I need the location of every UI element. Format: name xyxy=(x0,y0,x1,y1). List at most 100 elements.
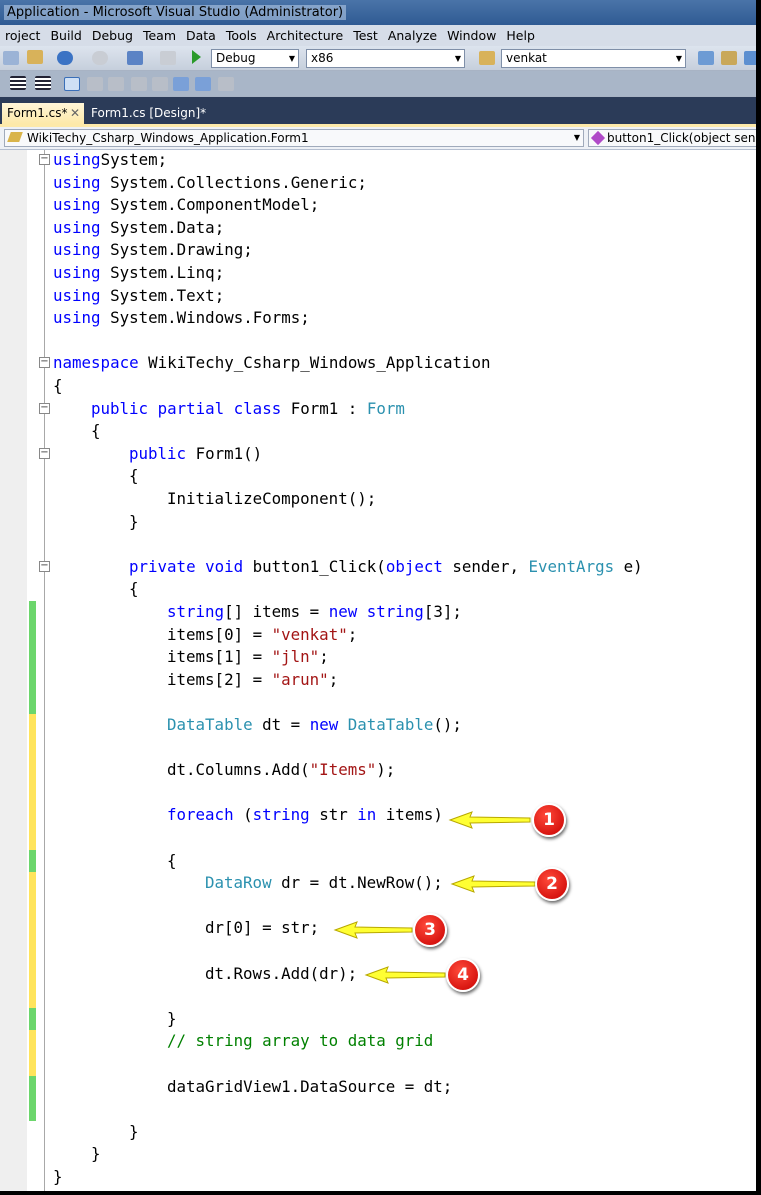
unsaved-change-marker xyxy=(29,1030,36,1054)
menu-item-architecture[interactable]: Architecture xyxy=(266,28,344,43)
menu-item-help[interactable]: Help xyxy=(506,28,535,43)
code-token: items[2] = xyxy=(167,669,272,689)
copy-icon[interactable] xyxy=(3,51,19,65)
string-literal: "arun" xyxy=(271,669,329,689)
platform-select[interactable]: x86▼ xyxy=(306,49,465,68)
code-token: dr = dt.NewRow(); xyxy=(271,873,443,893)
callout-arrows xyxy=(333,811,536,984)
indent-icon[interactable] xyxy=(10,76,26,90)
code-token: str xyxy=(309,805,358,825)
code-token: System.Collections.Generic; xyxy=(100,172,367,192)
menu-item-test[interactable]: Test xyxy=(353,28,378,43)
code-token: } xyxy=(53,1167,63,1186)
navigate-backward-icon[interactable] xyxy=(127,51,143,65)
type-value: WikiTechy_Csharp_Windows_Application.For… xyxy=(27,131,309,145)
code-token: } xyxy=(167,1008,177,1028)
code-token: ); xyxy=(376,760,396,780)
collapse-toggle-icon[interactable]: − xyxy=(39,446,50,459)
code-editor[interactable]: − − − − − using System; using System.Collectio… xyxy=(0,150,756,1191)
code-token: items) xyxy=(376,805,443,825)
code-token: (); xyxy=(433,715,462,734)
platform-value: x86 xyxy=(311,51,334,65)
code-line: using System.Text; xyxy=(53,285,224,308)
tab-form1-cs[interactable]: Form1.cs* ✕ xyxy=(2,103,84,124)
keyword: string xyxy=(252,805,310,825)
close-icon[interactable]: ✕ xyxy=(69,106,80,120)
previous-bookmark-icon[interactable] xyxy=(131,77,147,91)
code-token: { xyxy=(129,466,139,486)
previous-bookmark-folder-icon[interactable] xyxy=(173,77,189,91)
code-line: } xyxy=(129,511,139,534)
bookmark-icon[interactable] xyxy=(108,77,124,91)
member-dropdown[interactable]: button1_Click(object sender, xyxy=(588,129,756,147)
find-combo[interactable]: venkat▼ xyxy=(501,49,686,68)
code-token: System; xyxy=(100,150,168,169)
next-bookmark-folder-icon[interactable] xyxy=(195,77,211,91)
keyword: using xyxy=(53,240,101,260)
code-token: [] items = xyxy=(224,602,329,621)
tab-form1-design[interactable]: Form1.cs [Design]* xyxy=(86,103,211,124)
navigate-forward-icon[interactable] xyxy=(160,51,176,65)
code-line: items[0] = "venkat"; xyxy=(167,624,357,647)
find-in-files-icon[interactable] xyxy=(479,51,495,65)
outdent-icon[interactable] xyxy=(35,76,51,90)
menu-item-tools[interactable]: Tools xyxy=(225,28,257,43)
saved-change-marker xyxy=(29,1075,36,1099)
redo-icon[interactable] xyxy=(92,51,108,65)
unsaved-change-marker xyxy=(29,827,36,850)
keyword: namespace xyxy=(53,353,139,373)
menu-item-debug[interactable]: Debug xyxy=(91,28,133,43)
code-token: dataGridView1.DataSource = dt; xyxy=(167,1076,453,1096)
clear-bookmarks-icon[interactable] xyxy=(218,77,234,91)
code-token: } xyxy=(91,1144,101,1164)
menu-bar: roject Build Debug Team Data Tools Architectur… xyxy=(0,25,756,46)
undo-icon[interactable] xyxy=(57,51,73,65)
paste-icon[interactable] xyxy=(27,50,43,64)
code-token: Form1 : xyxy=(281,398,367,418)
code-line: using System.Linq; xyxy=(53,262,224,285)
menu-item-window[interactable]: Window xyxy=(447,28,497,43)
menu-item-analyze[interactable]: Analyze xyxy=(387,28,438,43)
tab-label: Form1.cs* xyxy=(7,106,68,120)
menu-item-team[interactable]: Team xyxy=(142,28,176,43)
solution-explorer-icon[interactable] xyxy=(698,51,714,65)
outline-guide xyxy=(44,150,45,1191)
callout-arrow xyxy=(333,921,413,939)
saved-change-marker xyxy=(29,849,36,873)
configuration-select[interactable]: Debug▼ xyxy=(211,49,299,68)
chevron-down-icon: ▼ xyxy=(573,133,580,142)
keyword: using xyxy=(53,263,101,282)
collapse-toggle-icon[interactable]: − xyxy=(39,356,50,369)
code-line: { xyxy=(129,578,139,601)
code-token: { xyxy=(129,579,139,599)
code-token: button1_Click( xyxy=(243,556,386,576)
keyword: in xyxy=(357,805,377,825)
menu-item-build[interactable]: Build xyxy=(50,28,82,43)
code-line: dr[0] = str; xyxy=(205,917,319,940)
start-debugging-icon[interactable] xyxy=(192,50,201,64)
code-token: e) xyxy=(614,556,643,576)
string-literal: "venkat" xyxy=(271,624,348,644)
code-line: } xyxy=(91,1143,101,1166)
code-line: namespace WikiTechy_Csharp_Windows_Appli… xyxy=(53,352,491,375)
code-token: } xyxy=(129,1121,139,1141)
uncomment-icon[interactable] xyxy=(87,77,103,91)
menu-item-data[interactable]: Data xyxy=(186,28,216,43)
code-line: { xyxy=(167,850,177,873)
code-line: public Form1() xyxy=(129,443,262,466)
collapse-toggle-icon[interactable]: − xyxy=(39,559,50,572)
menu-item-roject[interactable]: roject xyxy=(5,28,41,43)
collapse-toggle-icon[interactable]: − xyxy=(39,153,50,165)
comment-icon[interactable] xyxy=(64,77,80,91)
code-line: items[2] = "arun"; xyxy=(167,669,338,692)
unsaved-change-marker xyxy=(29,804,36,828)
type-dropdown[interactable]: WikiTechy_Csharp_Windows_Application.For… xyxy=(4,129,584,147)
collapse-toggle-icon[interactable]: − xyxy=(39,401,50,414)
callout-number-2: 2 xyxy=(535,867,569,901)
properties-icon[interactable] xyxy=(721,51,737,65)
keyword: using xyxy=(53,195,101,215)
code-token: System.ComponentModel; xyxy=(100,195,320,215)
toolbox-icon[interactable] xyxy=(744,51,756,65)
code-line: dataGridView1.DataSource = dt; xyxy=(167,1076,452,1099)
next-bookmark-icon[interactable] xyxy=(152,77,168,91)
